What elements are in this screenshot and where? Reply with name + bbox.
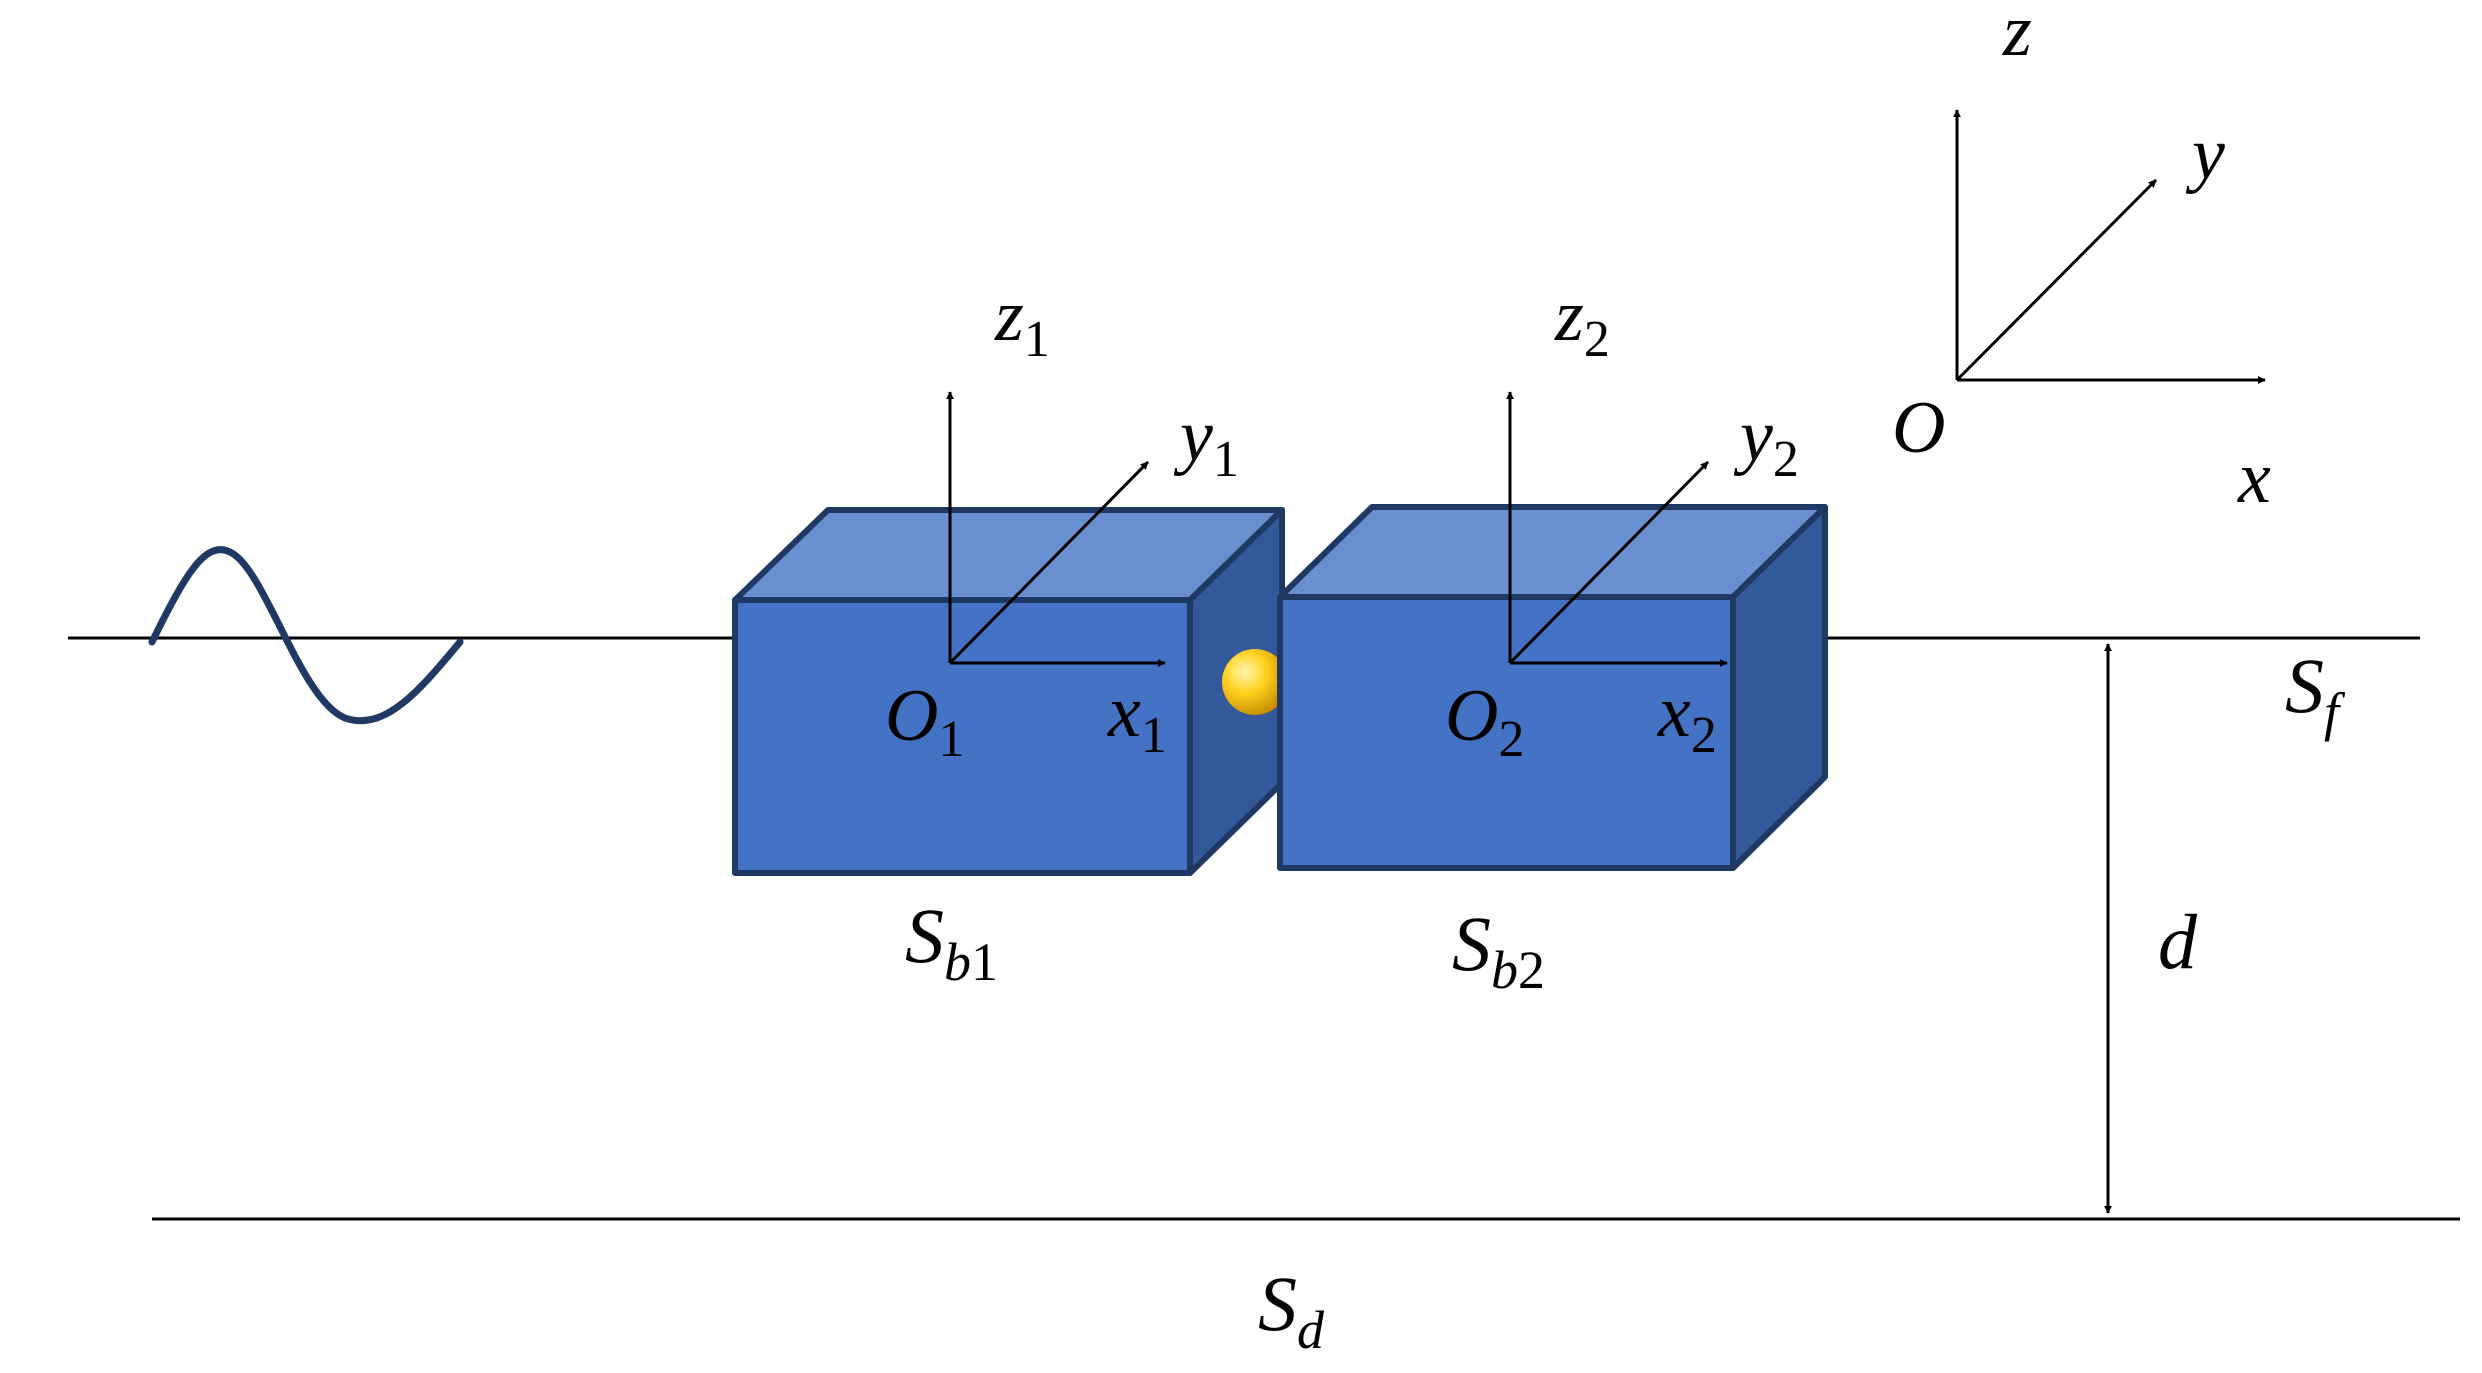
global-y-axis	[1955, 178, 2158, 382]
body-2-surface-label: Sb2	[1452, 900, 1545, 1000]
body-2-box	[1277, 504, 1828, 871]
body-2-origin-label: O2	[1445, 675, 1524, 768]
body-1-box	[732, 507, 1285, 876]
hinge-connector	[1222, 649, 1288, 715]
body-2-y-axis	[1508, 460, 1710, 665]
incident-wave	[148, 546, 464, 725]
body-1-y-axis	[948, 460, 1150, 665]
global-origin-label: O	[1892, 387, 1945, 469]
body-1-axes	[946, 391, 1166, 667]
seabed-label: Sd	[1258, 1260, 1325, 1360]
body-2-z-label: z2	[1554, 275, 1610, 368]
body-1-front-face	[732, 597, 1193, 876]
free-surface-label: Sf	[2285, 642, 2346, 742]
body-2-y-label: y2	[1733, 395, 1799, 488]
global-z-label: z	[2002, 0, 2032, 72]
body-2-x-label: x2	[1657, 671, 1717, 764]
body-1-z-label: z1	[994, 275, 1050, 368]
body-2-front-face	[1277, 594, 1736, 871]
body-1-origin-label: O1	[885, 675, 964, 768]
body-2-axes	[1506, 391, 1728, 667]
depth-label: d	[2158, 898, 2198, 985]
body-1-surface-label: Sb1	[905, 892, 998, 992]
global-y-label: y	[2185, 113, 2225, 195]
global-axes	[1953, 109, 2266, 384]
global-x-label: x	[2237, 437, 2271, 519]
body-1-x-label: x1	[1107, 671, 1167, 764]
body-1-y-label: y1	[1173, 395, 1239, 488]
